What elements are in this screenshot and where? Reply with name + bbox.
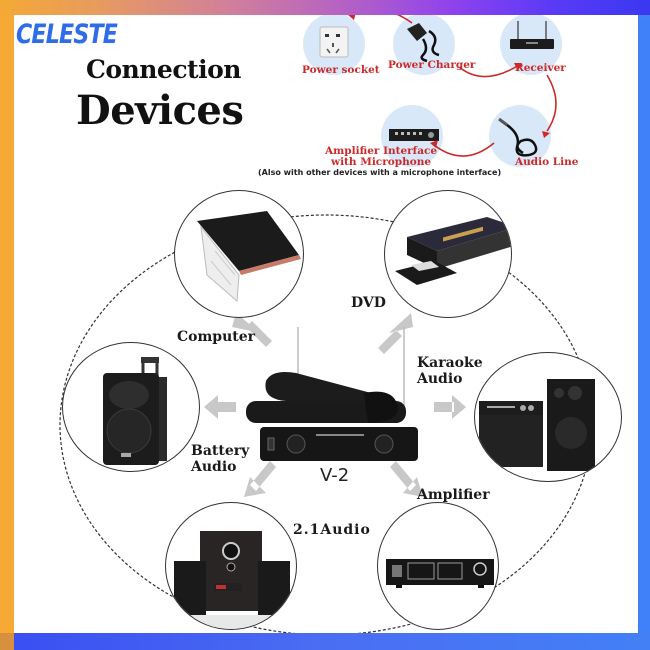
step-label-power-socket: Power socket <box>302 64 380 76</box>
device-label-battery-line2: Audio <box>191 459 237 475</box>
frame-left <box>0 15 14 635</box>
brand-logo: CELESTE <box>16 19 118 50</box>
frame-top <box>0 0 650 15</box>
wall-socket-icon <box>319 26 349 58</box>
device-label-karaoke: Karaoke Audio <box>417 355 483 387</box>
step-label-audio-line: Audio Line <box>515 156 579 168</box>
flow-note: (Also with other devices with a micropho… <box>258 168 502 177</box>
portable-speaker-icon <box>103 357 167 465</box>
content-area: CELESTE Connection Devices Power socket … <box>14 15 638 633</box>
device-circle-amplifier <box>377 502 499 630</box>
device-label-2-1-audio: 2.1Audio <box>293 522 371 538</box>
device-circle-computer <box>174 190 304 318</box>
karaoke-speaker-icon <box>479 379 595 471</box>
power-adapter-icon <box>407 23 440 63</box>
device-label-dvd: DVD <box>351 295 386 311</box>
step-label-amp-line2: with Microphone <box>331 156 432 168</box>
wireless-receiver-icon <box>510 21 554 49</box>
device-circle-karaoke <box>474 352 622 482</box>
power-socket-circle <box>303 15 365 75</box>
power-charger-circle <box>393 15 455 75</box>
dvd-player-icon <box>395 217 511 285</box>
device-label-battery-audio: Battery Audio <box>191 443 249 475</box>
step-label-receiver: Receiver <box>515 62 566 74</box>
title-line-1: Connection <box>86 55 241 84</box>
audio-line-circle <box>489 105 551 167</box>
device-label-karaoke-line1: Karaoke <box>417 355 483 371</box>
frame-right <box>638 15 650 635</box>
device-circle-dvd <box>384 190 512 318</box>
amplifier-icon <box>389 129 439 141</box>
amp-interface-circle <box>381 105 443 167</box>
step-label-amp-interface: Amplifier Interface with Microphone <box>325 146 437 168</box>
device-label-amplifier: Amplifier <box>417 487 490 503</box>
device-label-computer: Computer <box>177 329 256 345</box>
frame-bottom <box>0 633 650 650</box>
amplifier-icon <box>386 559 494 588</box>
audio-cable-icon <box>498 117 538 157</box>
wireless-microphone-set-image <box>246 372 418 461</box>
receiver-circle <box>500 15 562 75</box>
title-line-2: Devices <box>76 87 244 134</box>
device-circle-2-1-audio <box>165 502 297 630</box>
device-circle-battery-audio <box>62 342 200 472</box>
speaker-system-icon <box>166 531 296 629</box>
step-label-amp-line1: Amplifier Interface <box>325 145 438 157</box>
device-label-battery-line1: Battery <box>191 443 250 459</box>
laptop-icon <box>197 211 301 303</box>
device-label-karaoke-line2: Audio <box>417 371 463 387</box>
step-label-power-charger: Power Charger <box>388 59 476 71</box>
model-label: V-2 <box>320 465 350 486</box>
connection-ring <box>59 15 593 633</box>
